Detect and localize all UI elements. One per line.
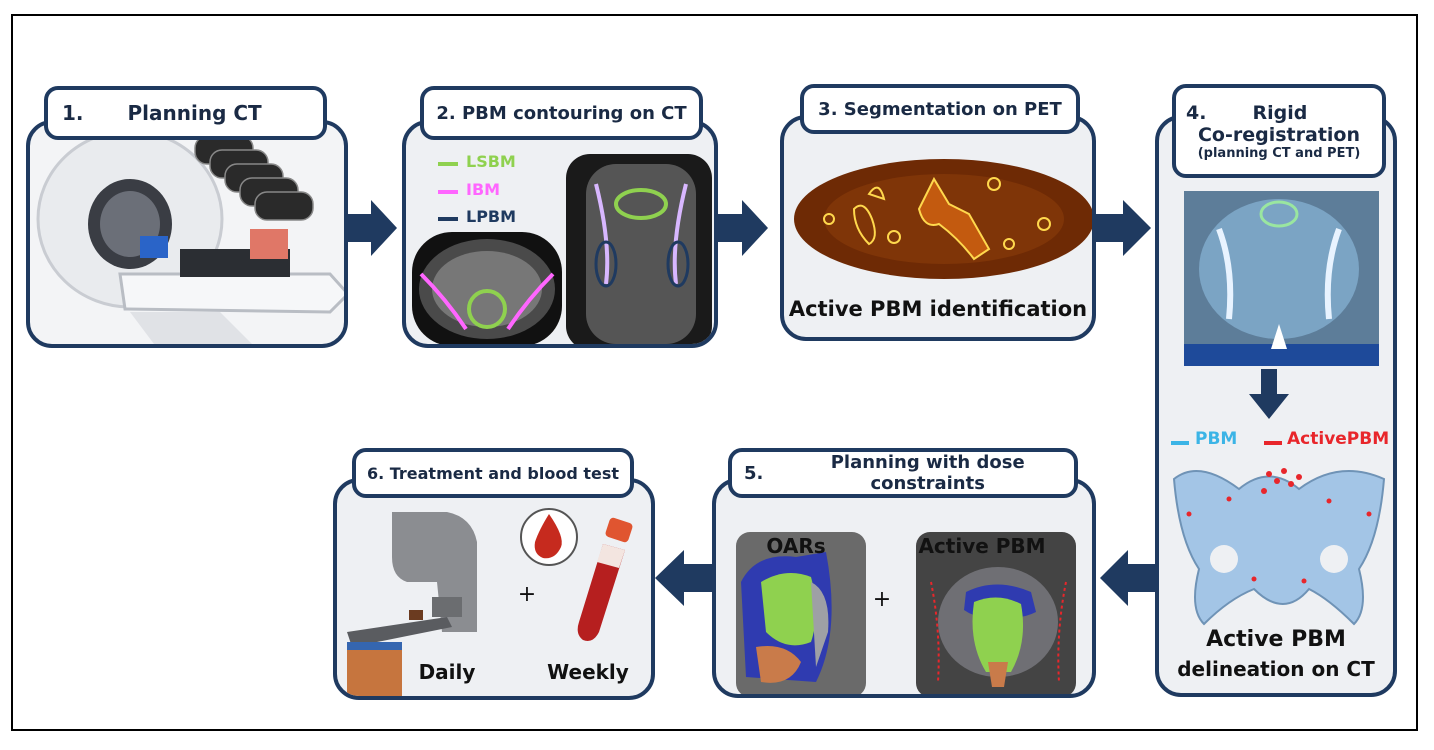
blood-drop-icon xyxy=(520,508,578,566)
step3-title: 3. Segmentation on PET xyxy=(818,98,1062,120)
step4-title-tab: 4. Rigid Co-registration (planning CT an… xyxy=(1172,84,1386,178)
arrow-right-icon xyxy=(1095,200,1151,256)
daily-label: Daily xyxy=(418,660,476,684)
panel-pet-segmentation: Active PBM identification xyxy=(780,115,1096,341)
plus-sign: + xyxy=(517,582,537,607)
legend-lsbm: LSBM xyxy=(466,152,516,171)
legend-ibm: IBM xyxy=(466,180,501,199)
test-tube-icon xyxy=(577,517,633,641)
step2-title-tab: 2. PBM contouring on CT xyxy=(420,86,703,140)
step4-caption-line2: delineation on CT xyxy=(1177,657,1375,681)
step6-title-tab: 6. Treatment and blood test xyxy=(352,448,634,498)
ct-scanner-icon xyxy=(36,129,344,344)
weekly-label: Weekly xyxy=(547,660,629,684)
panel-planning-ct xyxy=(26,120,348,348)
dose-planning-icon xyxy=(736,532,1076,694)
treatment-illustrations xyxy=(347,508,633,696)
active-pbm-label: Active PBM xyxy=(918,534,1046,558)
pet-slice-icon xyxy=(794,159,1092,279)
step4-title-line1: Rigid xyxy=(1252,101,1308,124)
step1-title-tab: 1. Planning CT xyxy=(44,86,327,140)
legend-active-pbm: ActivePBM xyxy=(1287,429,1390,449)
ct-axial-and-coronal-icon xyxy=(412,154,712,344)
step2-title: 2. PBM contouring on CT xyxy=(436,102,687,124)
step4-number: 4. xyxy=(1186,101,1207,124)
step3-caption: Active PBM identification xyxy=(788,297,1088,321)
fused-ct-pet-icon xyxy=(1171,191,1386,626)
arrow-right-icon xyxy=(716,200,768,256)
step4-caption-line1: Active PBM xyxy=(1206,627,1346,652)
step5-title: Planning with dose constraints xyxy=(830,452,1025,494)
step1-title: Planning CT xyxy=(127,101,262,125)
step6-title: 6. Treatment and blood test xyxy=(366,463,620,483)
plus-sign: + xyxy=(872,587,892,612)
figure-frame xyxy=(11,14,1418,731)
panel-rigid-coregistration: PBM ActivePBM Active PBM delineation on … xyxy=(1155,115,1397,697)
linac-icon xyxy=(347,512,477,696)
step5-number: 5. xyxy=(744,462,764,484)
step4-title-line3: (planning CT and PET) xyxy=(1197,145,1361,161)
step5-title-tab: 5. Planning with dose constraints xyxy=(728,448,1078,498)
step4-title-line2: Co-registration xyxy=(1197,123,1360,146)
arrow-left-icon xyxy=(1100,550,1156,606)
step1-number: 1. xyxy=(62,101,84,125)
legend-pbm: PBM xyxy=(1195,429,1238,449)
legend-lpbm: LPBM xyxy=(466,207,517,226)
arrow-left-icon xyxy=(655,550,713,606)
panel-treatment-blood-test: + Daily Weekly xyxy=(333,478,655,700)
arrow-right-icon xyxy=(345,200,397,256)
panel-pbm-contouring: LSBM IBM LPBM xyxy=(402,120,718,348)
panel-dose-planning: OARs Active PBM + xyxy=(712,478,1096,698)
step3-title-tab: 3. Segmentation on PET xyxy=(800,84,1080,134)
oars-label: OARs xyxy=(766,534,826,558)
